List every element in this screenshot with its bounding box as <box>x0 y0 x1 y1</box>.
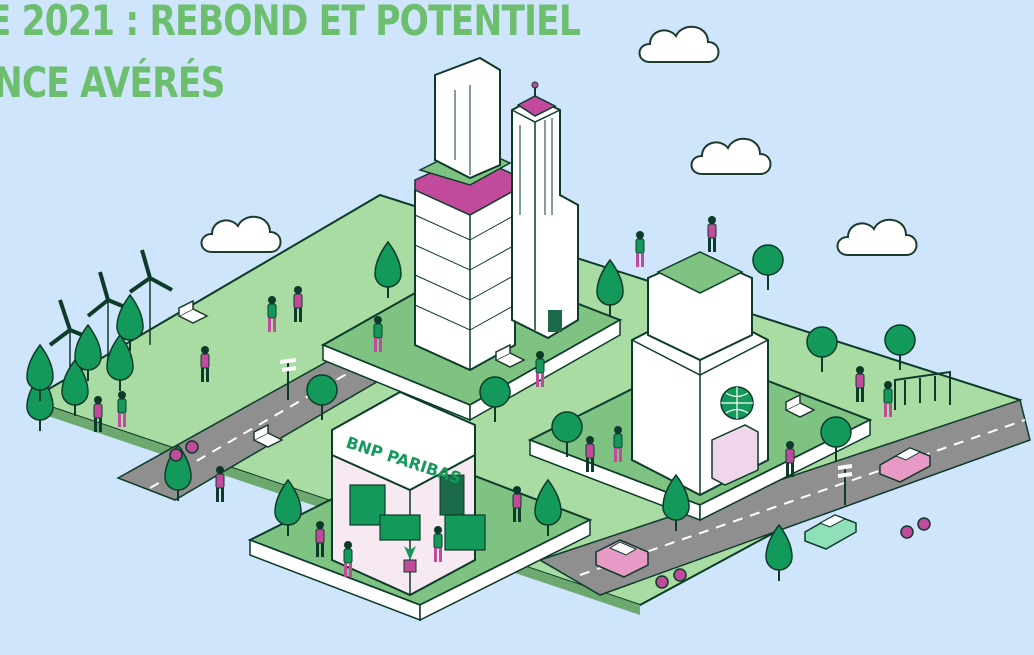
cloud-icon <box>200 215 282 253</box>
headline-line-2: ANCE AVÉRÉS <box>0 58 225 107</box>
plant-pot-icon <box>403 546 417 573</box>
car-icon <box>804 514 857 550</box>
bicycle-icon <box>169 440 931 589</box>
bank-shop <box>331 390 486 597</box>
residential-tower <box>414 56 516 372</box>
headline: RE 2021 : REBOND ET POTENTIEL ANCE AVÉRÉ… <box>0 0 600 120</box>
signpost-icon <box>279 358 853 505</box>
swing-icon <box>894 370 951 410</box>
headline-line-1: RE 2021 : REBOND ET POTENTIEL <box>0 0 581 45</box>
office-building <box>631 251 769 497</box>
skyscraper <box>511 81 579 340</box>
cloud-icon <box>638 25 720 63</box>
car-icon <box>879 447 931 483</box>
cloud-icon <box>836 218 918 256</box>
wind-turbine-icon <box>48 249 173 385</box>
cloud-icon <box>690 137 772 175</box>
car-icon <box>595 539 649 578</box>
